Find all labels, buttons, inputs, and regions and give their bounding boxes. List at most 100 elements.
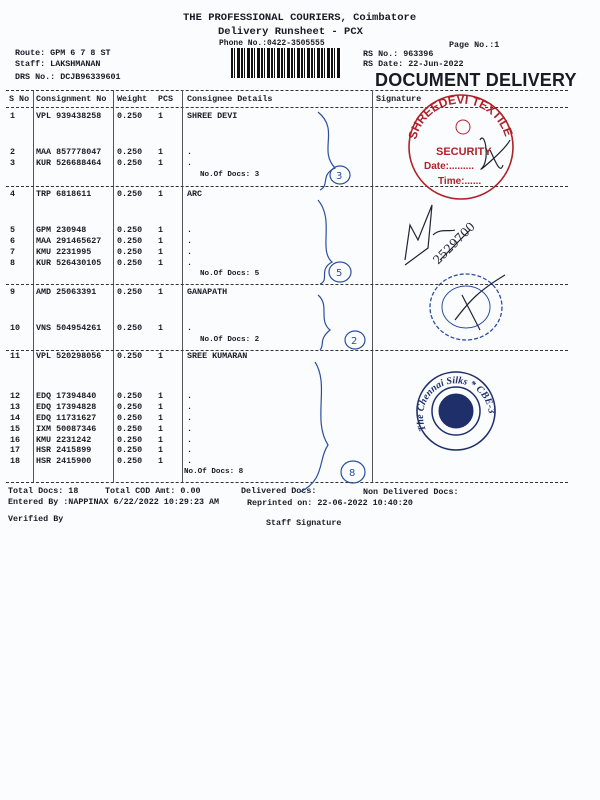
serial-number: 10 (10, 323, 21, 333)
pcs: 1 (158, 456, 164, 466)
consignment-number: TRP 6818611 (36, 189, 92, 199)
handwritten-brackets (299, 111, 366, 493)
column-divider (372, 90, 373, 482)
docs-count: No.Of Docs: 8 (184, 468, 244, 476)
pcs: 1 (158, 147, 164, 157)
serial-number: 12 (10, 391, 21, 401)
docs-count: No.Of Docs: 3 (200, 171, 260, 179)
serial-number: 13 (10, 402, 21, 412)
handwritten-count: 2 (351, 336, 357, 347)
pcs: 1 (158, 225, 164, 235)
serial-number: 4 (10, 189, 16, 199)
header-consignment: Consignment No (36, 94, 107, 104)
consignee-name: SREE KUMARAN (187, 351, 248, 361)
pcs: 1 (158, 158, 164, 168)
route: Route: GPM 6 7 8 ST (15, 48, 111, 58)
staff-signature: Staff Signature (266, 518, 342, 528)
reprinted-on: Reprinted on: 22-06-2022 10:40:20 (247, 498, 413, 508)
consignee-placeholder: . (187, 435, 193, 445)
divider (6, 107, 568, 108)
weight: 0.250 (117, 351, 143, 361)
group-divider (6, 186, 568, 187)
consignment-number: AMD 25063391 (36, 287, 97, 297)
serial-number: 6 (10, 236, 16, 246)
total-cod: Total COD Amt: 0.00 (105, 486, 201, 496)
consignment-number: MAA 291465627 (36, 236, 102, 246)
page-number: Page No.:1 (449, 40, 500, 50)
pcs: 1 (158, 424, 164, 434)
consignee-placeholder: . (187, 402, 193, 412)
pcs: 1 (158, 391, 164, 401)
weight: 0.250 (117, 287, 143, 297)
column-divider (182, 90, 183, 482)
consignment-number: KMU 2231242 (36, 435, 92, 445)
document-title: Delivery Runsheet - PCX (218, 26, 363, 38)
pcs: 1 (158, 323, 164, 333)
security-stamp (429, 273, 506, 341)
consignee-placeholder: . (187, 445, 193, 455)
serial-number: 14 (10, 413, 21, 423)
header-weight: Weight (117, 94, 148, 104)
weight: 0.250 (117, 413, 143, 423)
barcode (231, 48, 341, 78)
consignment-number: EDQ 17394840 (36, 391, 97, 401)
consignee-placeholder: . (187, 323, 193, 333)
serial-number: 11 (10, 351, 21, 361)
pcs: 1 (158, 111, 164, 121)
company-name: THE PROFESSIONAL COURIERS, Coimbatore (183, 12, 417, 24)
serial-number: 1 (10, 111, 16, 121)
serial-number: 9 (10, 287, 16, 297)
weight: 0.250 (117, 225, 143, 235)
pcs: 1 (158, 287, 164, 297)
weight: 0.250 (117, 391, 143, 401)
drs-number: DRS No.: DCJB96339601 (15, 72, 121, 82)
group-divider (6, 482, 568, 483)
document-delivery-label: DOCUMENT DELIVERY (375, 70, 577, 90)
serial-number: 16 (10, 435, 21, 445)
consignee-placeholder: . (187, 147, 193, 157)
total-docs: Total Docs: 18 (8, 486, 79, 496)
pcs: 1 (158, 402, 164, 412)
weight: 0.250 (117, 158, 143, 168)
serial-number: 5 (10, 225, 16, 235)
consignee-name: SHREE DEVI (187, 111, 238, 121)
consignment-number: MAA 857778047 (36, 147, 102, 157)
column-divider (33, 90, 34, 482)
serial-number: 18 (10, 456, 21, 466)
consignment-number: EDQ 11731627 (36, 413, 97, 423)
serial-number: 7 (10, 247, 16, 257)
weight: 0.250 (117, 424, 143, 434)
pcs: 1 (158, 189, 164, 199)
header-pcs: PCS (158, 94, 174, 104)
weight: 0.250 (117, 456, 143, 466)
docs-count: No.Of Docs: 5 (200, 270, 260, 278)
svg-text:SECURITY: SECURITY (436, 146, 492, 158)
weight: 0.250 (117, 247, 143, 257)
weight: 0.250 (117, 111, 143, 121)
consignee-placeholder: . (187, 391, 193, 401)
consignment-number: VPL 939438258 (36, 111, 102, 121)
handwritten-count: 8 (349, 468, 355, 479)
consignment-number: VPL 520298056 (36, 351, 102, 361)
pcs: 1 (158, 258, 164, 268)
consignee-name: GANAPATH (187, 287, 228, 297)
serial-number: 17 (10, 445, 21, 455)
consignee-placeholder: . (187, 158, 193, 168)
pcs: 1 (158, 247, 164, 257)
group-divider (6, 350, 568, 351)
header-signature: Signature (376, 94, 422, 104)
docs-count: No.Of Docs: 2 (200, 336, 260, 344)
serial-number: 3 (10, 158, 16, 168)
pcs: 1 (158, 445, 164, 455)
verified-by: Verified By (8, 514, 64, 524)
signature-1 (479, 137, 511, 170)
shreedevi-stamp: SHREEDEVI TEXTILE SECURITY Date:........… (405, 93, 516, 200)
weight: 0.250 (117, 435, 143, 445)
serial-number: 2 (10, 147, 16, 157)
svg-text:Time:......: Time:...... (438, 176, 481, 187)
consignment-number: KUR 526688464 (36, 158, 102, 168)
weight: 0.250 (117, 236, 143, 246)
consignee-placeholder: . (187, 424, 193, 434)
weight: 0.250 (117, 445, 143, 455)
weight: 0.250 (117, 147, 143, 157)
